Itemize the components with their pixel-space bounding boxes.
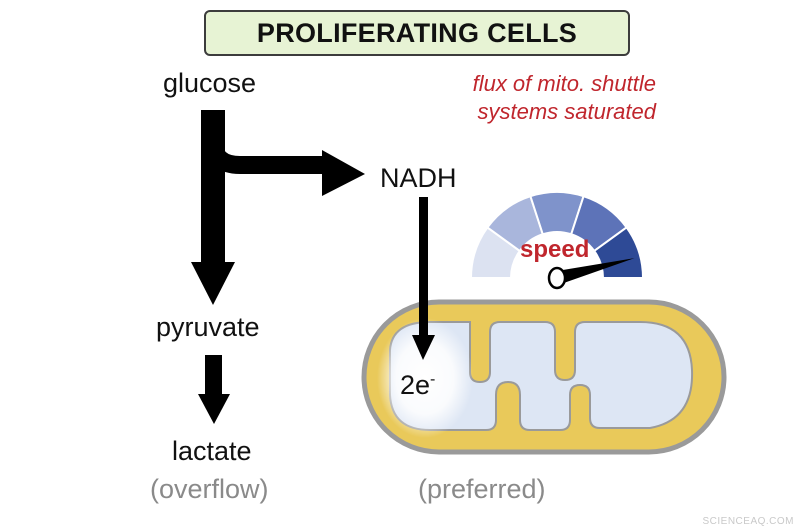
- gauge-needle-pointer: [555, 258, 635, 285]
- electrons-charge: -: [430, 371, 436, 388]
- label-lactate: lactate: [172, 436, 252, 466]
- label-nadh: NADH: [380, 163, 457, 193]
- arrow-nadh-to-mitochondrion: [412, 197, 435, 360]
- arrow-pyruvate-to-lactate: [198, 355, 230, 424]
- flux-note-line1: flux of mito. shuttle: [472, 71, 656, 96]
- electrons-text: 2e: [400, 370, 431, 400]
- page-title: PROLIFERATING CELLS: [204, 10, 630, 56]
- watermark: SCIENCEAQ.COM: [702, 516, 794, 527]
- caption-overflow: (overflow): [150, 474, 269, 504]
- gauge-segments: [469, 191, 645, 279]
- flux-note-line2: systems saturated: [477, 99, 656, 124]
- label-glucose: glucose: [163, 68, 257, 98]
- mitochondrion: [361, 299, 727, 455]
- arrow-glucose-to-nadh: [204, 139, 365, 196]
- label-electrons: 2e-: [400, 370, 435, 401]
- flux-note: flux of mito. shuttle systems saturated: [420, 70, 656, 126]
- arrow-glucose-to-pyruvate: [191, 110, 235, 305]
- caption-preferred: (preferred): [418, 474, 546, 504]
- speed-gauge: [469, 191, 645, 290]
- gauge-needle: [547, 258, 635, 290]
- gauge-label: speed: [520, 236, 590, 263]
- label-pyruvate: pyruvate: [156, 312, 260, 342]
- gauge-needle-hub: [547, 266, 567, 290]
